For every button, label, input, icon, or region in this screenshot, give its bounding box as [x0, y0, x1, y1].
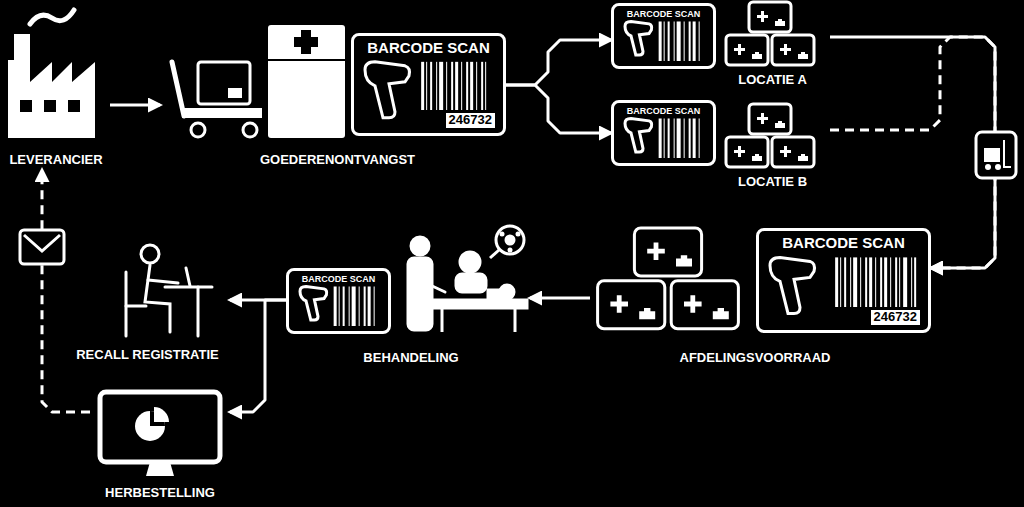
scanner-icon [365, 62, 410, 118]
dashed-flow-arrow [42, 170, 90, 412]
package-icon [726, 137, 768, 167]
package-icon [726, 35, 768, 65]
surgery-icon [408, 226, 527, 332]
node-label: LOCATIE A [738, 73, 807, 88]
cabinet-icon [268, 25, 345, 138]
scanner-icon [625, 21, 652, 55]
station-label: RECALL REGISTRATIE [65, 235, 230, 365]
flow-arrow [506, 40, 611, 85]
station-label: LEVERANCIER [2, 2, 110, 170]
node-label: AFDELINGSVOORRAAD [680, 351, 831, 366]
barcode-icon [334, 286, 375, 326]
node-label: GOEDERENONTVANGST [260, 153, 415, 168]
package-icon [671, 281, 738, 329]
scan-box: BARCODE SCAN 246732 [756, 228, 931, 333]
scanner-icon [625, 118, 652, 152]
node-label: BARCODE SCAN [354, 39, 503, 56]
flow-arrow [110, 104, 160, 107]
package-icon [634, 228, 701, 276]
flow-arrow [506, 85, 611, 133]
scan-box: BARCODE SCAN [611, 3, 716, 69]
cart-icon [172, 62, 262, 137]
scanner-icon [300, 286, 327, 320]
package-icon [772, 137, 814, 167]
scan-box: BARCODE SCAN [611, 100, 716, 166]
flow-arrow [230, 300, 286, 412]
node-label: HERBESTELLING [105, 486, 215, 501]
person-icon [126, 245, 212, 336]
scan-box: BARCODE SCAN 246732 [351, 33, 506, 136]
node-label: LEVERANCIER [9, 153, 102, 168]
scan-box: BARCODE SCAN [286, 268, 391, 334]
station-label: BEHANDELING [352, 222, 530, 368]
barcode-icon [835, 257, 916, 307]
dashed-flow-arrow [830, 37, 995, 268]
flow-arrow [830, 37, 995, 268]
node-label: BARCODE SCAN [614, 106, 713, 116]
barcode-number: 246732 [871, 310, 920, 325]
scanner-icon [770, 257, 815, 313]
flow-arrow [530, 297, 590, 300]
node-label: BARCODE SCAN [289, 274, 388, 284]
node-label: LOCATIE B [738, 175, 807, 190]
node-label: BEHANDELING [363, 351, 458, 366]
node-label: RECALL REGISTRATIE [76, 348, 219, 363]
factory-icon [8, 10, 95, 138]
package-icon [598, 281, 665, 329]
barcode-icon [421, 62, 486, 110]
station-label: AFDELINGSVOORRAAD [590, 225, 845, 368]
barcode-number: 246732 [446, 113, 495, 128]
node-label: BARCODE SCAN [759, 234, 928, 251]
forklift-symbol [976, 132, 1016, 178]
envelope-symbol [20, 230, 64, 264]
station-label: LOCATIE A [715, 0, 830, 90]
barcode-icon [659, 21, 700, 61]
node-label: BARCODE SCAN [614, 9, 713, 19]
package-icon [772, 35, 814, 65]
station-label: LOCATIE B [715, 100, 830, 192]
package-icon [749, 104, 791, 134]
monitor-icon [100, 392, 220, 476]
station-label: HERBESTELLING [90, 385, 230, 503]
barcode-icon [659, 118, 700, 158]
package-icon [749, 2, 791, 32]
